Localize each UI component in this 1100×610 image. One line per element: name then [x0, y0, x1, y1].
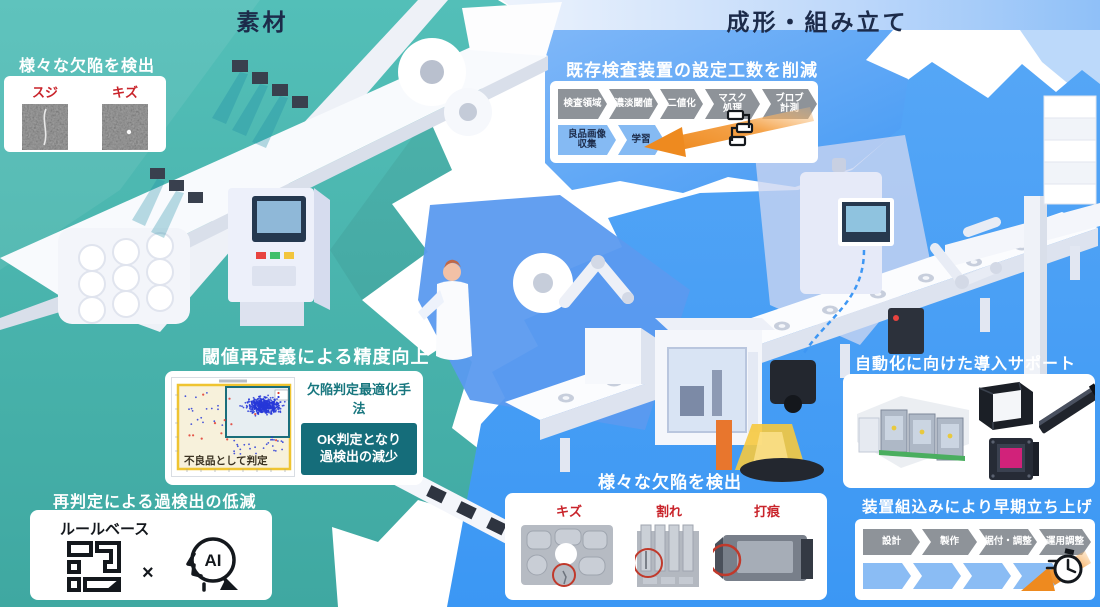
- forming-defects-card: キズ 割れ: [505, 493, 827, 600]
- rejudge-title: 再判定による過検出の低減: [53, 494, 257, 511]
- startup-step-0: 設計: [863, 529, 920, 555]
- sheet: [462, 2, 562, 56]
- defect-image-dakon: [708, 535, 813, 581]
- inspection-booth: [655, 318, 775, 445]
- parts-stack: [1043, 95, 1097, 205]
- existing-inspection-title: 既存検査装置の設定工数を削減: [566, 61, 818, 80]
- camera-image: [989, 438, 1039, 480]
- scatter-plot: 不良品として判定: [171, 377, 295, 477]
- learning-step-0: 良品画像 収集: [558, 125, 616, 155]
- automation-card: [843, 374, 1095, 488]
- person: [418, 259, 472, 360]
- reduction-arrow: [644, 107, 814, 157]
- threshold-title: 閾値再定義による精度向上: [202, 347, 430, 367]
- defect-label-dakon: 打痕: [753, 504, 780, 519]
- forming-defects-title: 様々な欠陥を検出: [598, 473, 742, 492]
- flow-settings-icon: [726, 109, 754, 147]
- material-rolls: [58, 228, 190, 324]
- rule-base-icon: [67, 541, 121, 592]
- controller-box: [888, 308, 924, 354]
- material-line-illustration: [0, 0, 562, 566]
- defect-label-kizu: キズ: [111, 85, 138, 100]
- defect-image-kizu: [102, 104, 148, 150]
- defect-label-kizu2: キズ: [555, 504, 582, 519]
- threshold-card: 不良品として判定 欠陥判定最適化手法 OK判定となり 過検出の減少: [165, 371, 423, 485]
- ng-region-label: 不良品として判定: [184, 454, 268, 467]
- plot-micro-title: [219, 379, 247, 383]
- existing-inspection-card: 検査領域濃淡閾値二値化マスク 処理ブロブ 計測 良品画像 収集学習: [550, 81, 818, 163]
- monitor-station: [716, 158, 894, 482]
- defect-image-kizu2: [521, 525, 613, 587]
- forming-line-illustration: [505, 95, 1100, 482]
- learning-steps-flow: 良品画像 収集学習: [558, 125, 666, 155]
- defect-label-ware: 割れ: [655, 504, 682, 519]
- ai-label: AI: [205, 551, 222, 570]
- gantry-robot: [930, 95, 1100, 446]
- section-title-forming: 成形・組み立て: [726, 9, 909, 35]
- bar-light-image: [1039, 383, 1095, 434]
- inspection-steps-flow: 検査領域濃淡閾値二値化マスク 処理ブロブ 計測: [558, 89, 819, 119]
- ai-head-icon: AI: [186, 537, 238, 592]
- material-defects-title: 様々な欠陥を検出: [19, 58, 156, 75]
- startup-step-1: 製作: [922, 529, 977, 555]
- startup-title: 装置組込みにより早期立ち上げ: [862, 499, 1093, 516]
- automation-title: 自動化に向けた導入サポート: [855, 356, 1077, 373]
- rejudge-card: ルールベース × AI: [30, 510, 272, 600]
- rule-base-label: ルールベース: [60, 521, 150, 538]
- speedup-arrow-stopwatch: [1021, 548, 1091, 591]
- defect-image-ware: [633, 524, 699, 587]
- times-symbol: ×: [142, 562, 154, 584]
- startup-steps-flow: 設計製作据付・調整運用調整: [863, 529, 1093, 555]
- camera-unit: [212, 60, 308, 148]
- section-title-material: 素材: [236, 9, 289, 35]
- plot-legend: [274, 389, 289, 401]
- result-box: OK判定となり 過検出の減少: [301, 423, 417, 475]
- startup-card: 設計製作据付・調整運用調整: [855, 519, 1095, 600]
- startup-band-segment-0: [863, 563, 911, 589]
- axis-ticks: [175, 394, 286, 472]
- top-band: [502, 0, 1100, 30]
- machine-cad-image: [857, 396, 969, 468]
- stopwatch-icon: [1045, 548, 1083, 584]
- box-light-image: [978, 381, 1033, 430]
- camera-unit: [132, 168, 203, 238]
- material-defects-card: スジ キズ: [4, 76, 166, 152]
- robot-arm: [513, 253, 656, 384]
- inspection-step-0: 検査領域: [558, 89, 607, 119]
- startup-step-2: 据付・調整: [979, 529, 1037, 555]
- defect-label-suji: スジ: [31, 85, 58, 100]
- camera-unit: [770, 360, 816, 404]
- defect-image-suji: [22, 104, 68, 150]
- scatter-points: [184, 392, 286, 455]
- inspection-station: [228, 188, 330, 326]
- startup-band-segment-1: [913, 563, 961, 589]
- startup-band-segment-2: [963, 563, 1011, 589]
- method-label: 欠陥判定最適化手法: [306, 382, 411, 416]
